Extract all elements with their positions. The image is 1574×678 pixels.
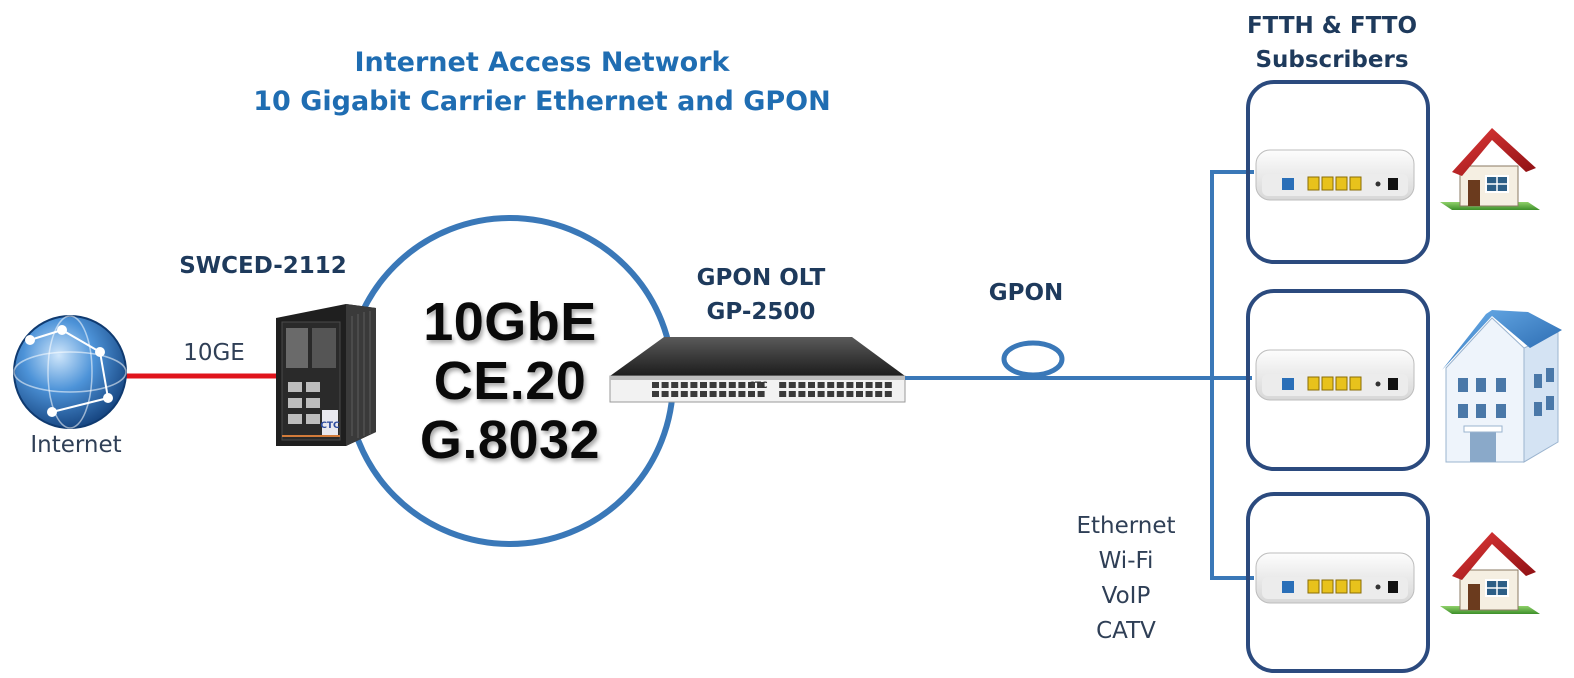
subscribers-label-line2: Subscribers xyxy=(1255,47,1409,73)
internet-label: Internet xyxy=(30,432,122,458)
office-building-icon xyxy=(1442,310,1562,463)
service-wifi: Wi-Fi xyxy=(1098,548,1154,574)
olt-port xyxy=(856,382,863,388)
olt-port xyxy=(779,391,787,397)
fiber-loop-icon xyxy=(1001,340,1065,378)
olt-port xyxy=(808,391,815,397)
olt-port xyxy=(661,391,669,397)
olt-port xyxy=(719,391,727,397)
olt-port xyxy=(738,391,746,397)
olt-port xyxy=(817,391,825,397)
service-ethernet: Ethernet xyxy=(1076,513,1176,539)
olt-port xyxy=(680,382,688,388)
olt-port xyxy=(700,391,707,397)
subscribers-label-line1: FTTH & FTTO xyxy=(1246,13,1418,39)
ring-label-line3: G.8032 xyxy=(419,410,601,470)
globe-icon xyxy=(13,315,127,429)
olt-port xyxy=(875,382,883,388)
olt-port xyxy=(728,391,736,397)
diagram-title-line2: 10 Gigabit Carrier Ethernet and GPON xyxy=(253,86,831,117)
olt-port xyxy=(671,391,679,397)
olt-port xyxy=(728,382,736,388)
olt-port xyxy=(709,382,717,388)
olt-port xyxy=(827,382,835,388)
olt-label-line1: GPON OLT xyxy=(696,265,826,291)
olt-port xyxy=(779,382,787,388)
industrial-switch-icon: CTC xyxy=(276,304,376,446)
olt-port xyxy=(709,391,717,397)
subscriber-box-3 xyxy=(1246,492,1430,673)
olt-port xyxy=(788,382,796,388)
olt-port xyxy=(856,391,863,397)
olt-port xyxy=(865,391,873,397)
olt-port xyxy=(827,391,835,397)
service-catv: CATV xyxy=(1096,618,1156,644)
olt-port xyxy=(798,382,806,388)
olt-port xyxy=(680,391,688,397)
ont-router-icon xyxy=(1255,149,1415,201)
ont-router-icon xyxy=(1255,552,1415,604)
ring-label-line2: CE.20 xyxy=(433,351,587,411)
olt-port xyxy=(875,391,883,397)
gpon-link-label: GPON xyxy=(988,280,1064,306)
olt-port xyxy=(846,391,854,397)
house-icon xyxy=(1440,532,1540,614)
olt-label-line2: GP-2500 xyxy=(706,299,816,325)
olt-port xyxy=(788,391,796,397)
olt-port xyxy=(884,391,892,397)
olt-port xyxy=(808,382,815,388)
olt-port xyxy=(700,382,707,388)
olt-port xyxy=(748,391,755,397)
olt-port xyxy=(757,391,765,397)
olt-port xyxy=(690,391,698,397)
subscriber-box-1 xyxy=(1246,80,1430,264)
svg-text:CTC: CTC xyxy=(748,381,768,391)
olt-port xyxy=(846,382,854,388)
diagram-title-line1: Internet Access Network xyxy=(354,47,730,78)
rack-olt-icon: CTC xyxy=(609,337,906,403)
service-voip: VoIP xyxy=(1101,583,1151,609)
olt-port xyxy=(836,382,844,388)
subscriber-box-2 xyxy=(1246,289,1430,471)
olt-port xyxy=(836,391,844,397)
olt-port xyxy=(652,391,659,397)
ont-router-icon xyxy=(1255,349,1415,401)
olt-port xyxy=(738,382,746,388)
olt-port xyxy=(661,382,669,388)
uplink-label: 10GE xyxy=(183,340,245,366)
olt-port xyxy=(817,382,825,388)
olt-port xyxy=(884,382,892,388)
olt-port xyxy=(798,391,806,397)
ring-label-line1: 10GbE xyxy=(423,292,597,352)
olt-port xyxy=(865,382,873,388)
olt-port xyxy=(719,382,727,388)
svg-text:CTC: CTC xyxy=(320,421,340,431)
house-icon xyxy=(1440,128,1540,210)
olt-port xyxy=(652,382,659,388)
olt-port xyxy=(690,382,698,388)
olt-port xyxy=(671,382,679,388)
olt-port xyxy=(757,382,765,388)
olt-port xyxy=(748,382,755,388)
switch-label: SWCED-2112 xyxy=(179,253,347,279)
